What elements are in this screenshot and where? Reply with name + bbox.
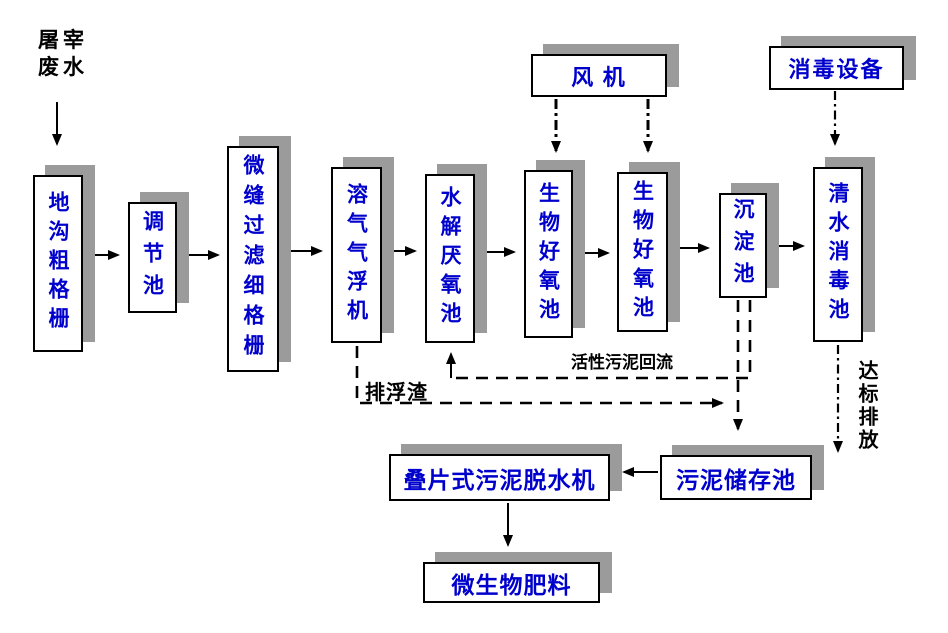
node-label: 叠片式污泥脱水机 [403,467,596,493]
node-label: 污泥储存池 [676,467,796,493]
scum-discharge-line [355,346,724,408]
node-bio-aerobic-tank-2: 生物好氧池 [617,162,680,332]
scum-label: 排浮渣 [365,382,428,404]
node-face: 消毒设备 [769,46,904,90]
node-sedimentation-tank: 沉淀池 [719,183,779,298]
node-microbial-fertilizer: 微生物肥料 [423,552,612,603]
node-disinfection-equipment: 消毒设备 [769,36,916,90]
node-bio-aerobic-tank-1: 生物好氧池 [524,160,585,338]
activated-sludge-return-line [451,300,752,380]
node-face: 溶气气浮机 [331,167,382,343]
node-face: 污泥储存池 [660,455,812,500]
node-label: 生物好氧池 [536,181,561,327]
node-face: 风 机 [531,54,667,97]
influent-label-line2: 废水 [38,55,88,79]
sludge-return-label: 活性污泥回流 [571,353,673,372]
node-fan: 风 机 [531,44,679,97]
node-face: 叠片式污泥脱水机 [389,454,610,501]
node-label: 沉淀池 [731,197,755,294]
influent-label: 屠宰 废水 [38,27,88,81]
node-stacked-plate-sludge-dewatering-machine: 叠片式污泥脱水机 [389,444,622,501]
node-label: 清水消毒池 [826,182,850,327]
discharge-label: 达标排放 [855,360,877,452]
node-face: 水解厌氧池 [425,174,475,343]
node-face: 地沟粗格栅 [33,175,83,352]
node-face: 清水消毒池 [813,167,863,342]
node-trench-coarse-screen: 地沟粗格栅 [33,165,95,352]
influent-label-line1: 屠宰 [38,28,88,52]
node-face: 生物好氧池 [617,172,668,332]
node-face: 生物好氧池 [524,170,573,338]
node-clean-water-disinfection-tank: 清水消毒池 [813,157,875,342]
node-sludge-storage-tank: 污泥储存池 [660,445,824,500]
node-label: 消毒设备 [788,57,885,82]
node-label: 地沟粗格栅 [46,191,70,336]
node-label: 微生物肥料 [451,572,572,598]
node-label: 风 机 [571,64,627,90]
node-face: 调节池 [128,202,177,313]
node-regulating-tank: 调节池 [128,192,189,313]
node-label: 调节池 [140,209,165,306]
node-face: 沉淀池 [719,193,767,298]
node-dissolved-air-flotation: 溶气气浮机 [331,157,394,343]
node-face: 微生物肥料 [423,562,600,603]
node-label: 微缝过滤细格栅 [241,154,265,364]
node-face: 微缝过滤细格栅 [227,146,279,372]
node-label: 水解厌氧池 [438,186,462,331]
node-label: 生物好氧池 [630,179,655,325]
node-hydrolysis-anaerobic-tank: 水解厌氧池 [425,164,487,343]
node-label: 溶气气浮机 [344,182,369,328]
node-fine-screen: 微缝过滤细格栅 [227,136,291,372]
